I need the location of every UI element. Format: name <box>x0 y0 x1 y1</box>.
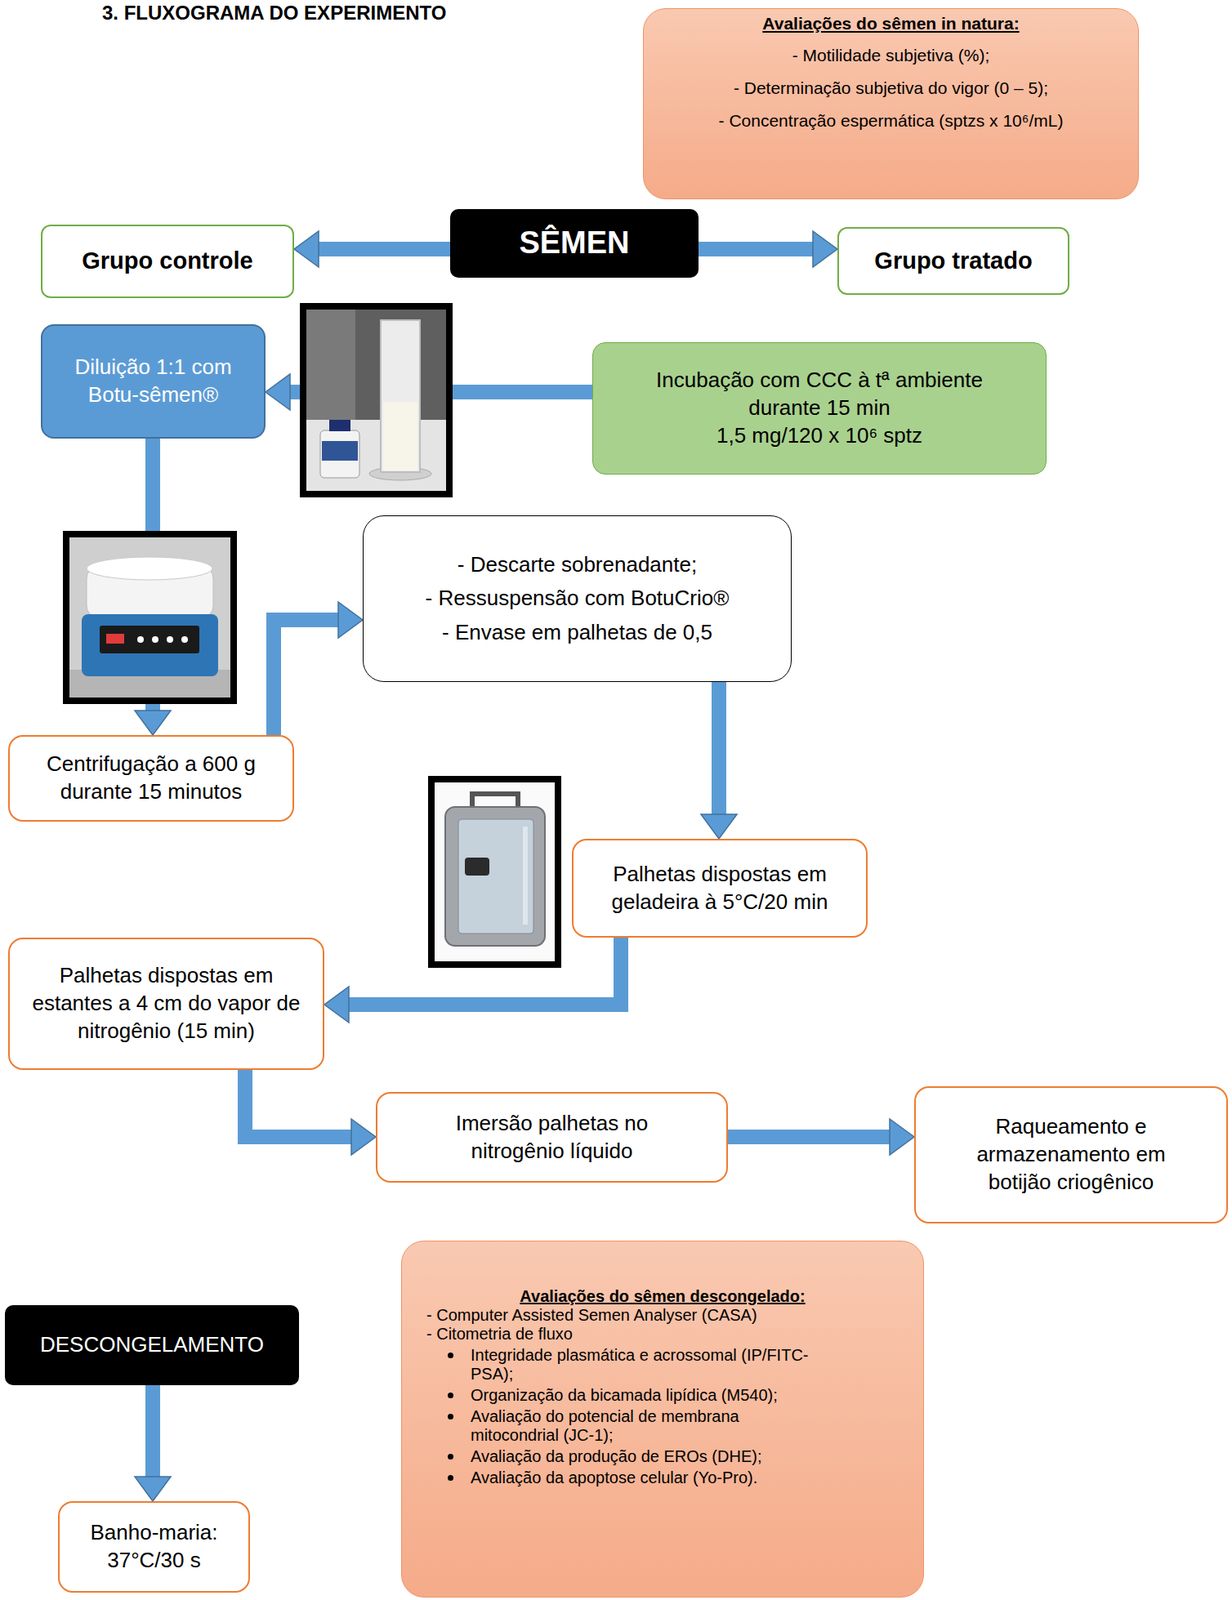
flow-arrow <box>318 241 451 257</box>
flow-arrow <box>698 241 813 257</box>
flow-arrow <box>727 1129 890 1145</box>
node-text: Centrifugação a 600 g durante 15 minutos <box>21 750 282 807</box>
node-text: Avaliações do sêmen descongelado: <box>519 1287 805 1307</box>
node-text: Avaliação do potencial de membrana mitoc… <box>426 1407 819 1446</box>
node-text: - Envase em palhetas de 0,5 <box>441 616 713 651</box>
node-text: Grupo controle <box>81 245 253 277</box>
process-box: Raqueamento e armazenamento em botijão c… <box>914 1086 1228 1224</box>
extender-bottle <box>320 430 360 478</box>
lab-bench <box>306 419 447 492</box>
stage-box: DESCONGELAMENTO <box>4 1305 300 1386</box>
node-text: Grupo tratado <box>874 245 1032 277</box>
panel-button <box>166 636 174 643</box>
photo-frame <box>299 303 453 498</box>
process-box: Centrifugação a 600 g durante 15 minutos <box>8 735 295 822</box>
centrifuge-lid <box>86 557 213 581</box>
display-led <box>106 633 125 644</box>
bottle-cap <box>329 419 351 432</box>
node-text: - Ressuspensão com BotuCrio® <box>425 581 730 616</box>
graduated-cylinder <box>380 320 420 473</box>
process-box: Banho-maria: 37°C/30 s <box>58 1501 250 1594</box>
photo-frame <box>62 531 237 705</box>
cooler-latch <box>464 857 490 876</box>
evaluation-panel: Avaliações do sêmen in natura: - Motilida… <box>642 8 1139 200</box>
photo-background <box>306 309 356 420</box>
process-box: Imersão palhetas no nitrogênio líquido <box>375 1092 728 1183</box>
bottle-label <box>321 441 358 461</box>
node-text: SÊMEN <box>518 223 630 264</box>
panel-button <box>181 636 188 643</box>
group-box: Grupo tratado <box>837 227 1070 295</box>
node-text: - Descarte sobrenadante; <box>457 548 697 583</box>
node-text: - Concentração espermática (sptzs x 10⁶/… <box>718 104 1064 138</box>
window-reflection <box>522 826 528 925</box>
node-text: Avaliação da apoptose celular (Yo-Pro). <box>426 1468 758 1488</box>
dilution-photo <box>299 303 453 498</box>
evaluation-panel: Avaliações do sêmen descongelado:- Compu… <box>401 1240 924 1599</box>
node-text: Imersão palhetas no nitrogênio líquido <box>429 1110 675 1166</box>
process-box: Palhetas dispostas em geladeira à 5°C/20… <box>571 839 868 938</box>
flow-arrow <box>273 620 339 736</box>
group-box: Grupo controle <box>40 224 295 299</box>
node-text: Integridade plasmática e acrossomal (IP/… <box>426 1346 819 1384</box>
node-text: - Motilidade subjetiva (%); <box>792 39 991 72</box>
centrifuge-photo <box>62 531 237 705</box>
panel-button <box>137 636 144 643</box>
centrifuge-base <box>81 614 219 677</box>
node-text: Raqueamento e armazenamento em botijão c… <box>964 1113 1178 1197</box>
photo-frame <box>428 776 562 969</box>
cooler-window <box>458 819 534 934</box>
node-text: - Determinação subjetiva do vigor (0 – 5… <box>733 71 1049 105</box>
node-text: Avaliações do sêmen in natura: <box>762 12 1019 35</box>
semen-sample <box>383 401 418 471</box>
cooler-body <box>445 807 545 947</box>
cooler-photo <box>428 776 562 969</box>
node-text: Avaliação da produção de EROs (DHE); <box>426 1447 762 1467</box>
node-text: Palhetas dispostas em estantes a 4 cm do… <box>21 962 312 1045</box>
node-text: - Citometria de fluxo <box>426 1325 899 1344</box>
panel-button <box>151 636 159 643</box>
process-box: Incubação com CCC à tª ambiente durante … <box>592 342 1047 475</box>
process-box: Palhetas dispostas em estantes a 4 cm do… <box>8 937 325 1071</box>
flow-arrow <box>245 1070 352 1138</box>
start-box: SÊMEN <box>450 209 699 278</box>
node-text: DESCONGELAMENTO <box>40 1331 264 1360</box>
node-text: Palhetas dispostas em geladeira à 5°C/20… <box>584 861 855 917</box>
flow-arrow <box>711 682 727 815</box>
node-text: Organização da bicamada lipídica (M540); <box>426 1386 778 1406</box>
process-box: Diluição 1:1 com Botu-sêmen® <box>40 324 266 439</box>
process-box: - Descarte sobrenadante;- Ressuspensão c… <box>362 515 792 683</box>
node-text: 1,5 mg/120 x 10⁶ sptz <box>716 422 923 451</box>
photo-background <box>306 309 447 420</box>
diagram-title: 3. FLUXOGRAMA DO EXPERIMENTO <box>102 1 447 25</box>
photo-background <box>434 782 555 962</box>
flow-arrow <box>145 1385 161 1478</box>
node-text: Diluição 1:1 com Botu-sêmen® <box>53 353 253 410</box>
control-panel <box>99 625 200 654</box>
photo-background <box>69 537 231 698</box>
node-text: - Computer Assisted Semen Analyser (CASA… <box>426 1306 899 1326</box>
node-text: Banho-maria: 37°C/30 s <box>71 1519 237 1576</box>
node-text: Incubação com CCC à tª ambiente durante … <box>639 366 1000 423</box>
